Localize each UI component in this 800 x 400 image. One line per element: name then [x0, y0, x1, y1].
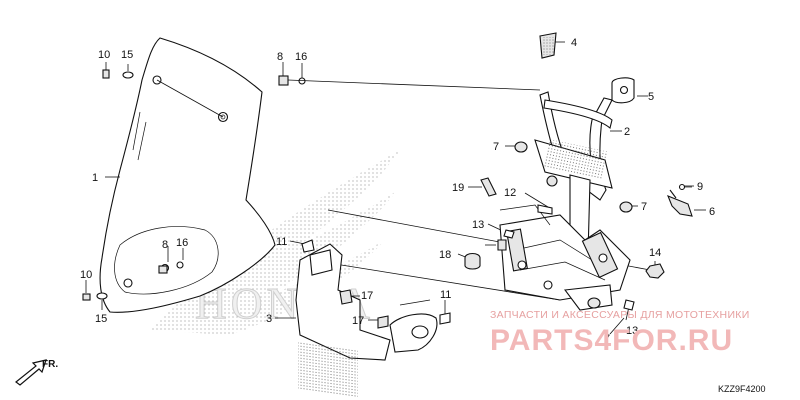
callout-11a: 11	[276, 236, 287, 248]
callout-12: 12	[504, 187, 516, 199]
windscreen-stay	[534, 91, 613, 201]
callout-2: 2	[624, 126, 630, 138]
callout-8a: 8	[277, 51, 283, 63]
callout-10b: 10	[80, 269, 92, 281]
callout-19: 19	[452, 182, 464, 194]
diagram-code: KZZ9F4200	[718, 384, 766, 394]
front-label: FR.	[42, 359, 58, 370]
callout-3: 3	[266, 313, 272, 325]
callout-17b: 17	[352, 315, 364, 327]
callout-8b: 8	[162, 239, 168, 251]
callout-13b: 13	[626, 325, 638, 337]
callout-17a: 17	[361, 290, 373, 302]
hardware-top-left	[82, 69, 306, 301]
callout-5: 5	[648, 91, 654, 103]
callout-9: 9	[697, 181, 703, 193]
front-arrow-icon	[15, 359, 47, 386]
rubber-caps	[539, 32, 635, 104]
callout-6: 6	[709, 206, 715, 218]
callout-18: 18	[439, 249, 451, 261]
callout-11b: 11	[440, 289, 451, 301]
callout-4: 4	[571, 37, 577, 49]
honda-logo-text: HONDA	[195, 279, 374, 328]
callout-15a: 15	[121, 49, 133, 61]
callout-7b: 7	[641, 201, 647, 213]
windscreen	[99, 37, 276, 313]
clip-6-and-screw-9	[667, 183, 693, 217]
watermark-brand: PARTS4FOR.RU	[490, 324, 733, 357]
callout-7a: 7	[493, 141, 499, 153]
small-hardware-right	[464, 141, 665, 311]
callout-13a: 13	[472, 219, 484, 231]
callout-1: 1	[92, 172, 98, 184]
front-direction-marker: FR.	[15, 359, 58, 386]
callout-15b: 15	[95, 313, 107, 325]
callout-7c: 7	[604, 333, 610, 345]
callout-10a: 10	[98, 49, 110, 61]
callout-16b: 16	[176, 237, 188, 249]
lower-mount-bracket	[295, 239, 451, 399]
mount-bracket	[499, 174, 631, 311]
callout-14: 14	[649, 247, 661, 259]
watermark-tagline: ЗАПЧАСТИ И АКСЕССУАРЫ ДЛЯ МОТОТЕХНИКИ	[490, 309, 750, 321]
watermark: ЗАПЧАСТИ И АКСЕССУАРЫ ДЛЯ МОТОТЕХНИКИ PA…	[490, 309, 750, 357]
callout-16a: 16	[295, 51, 307, 63]
callout-labels: 1 2 3 4 5 6 7 7 7 8 8 9 10 10 11 11 12 1…	[80, 37, 715, 345]
